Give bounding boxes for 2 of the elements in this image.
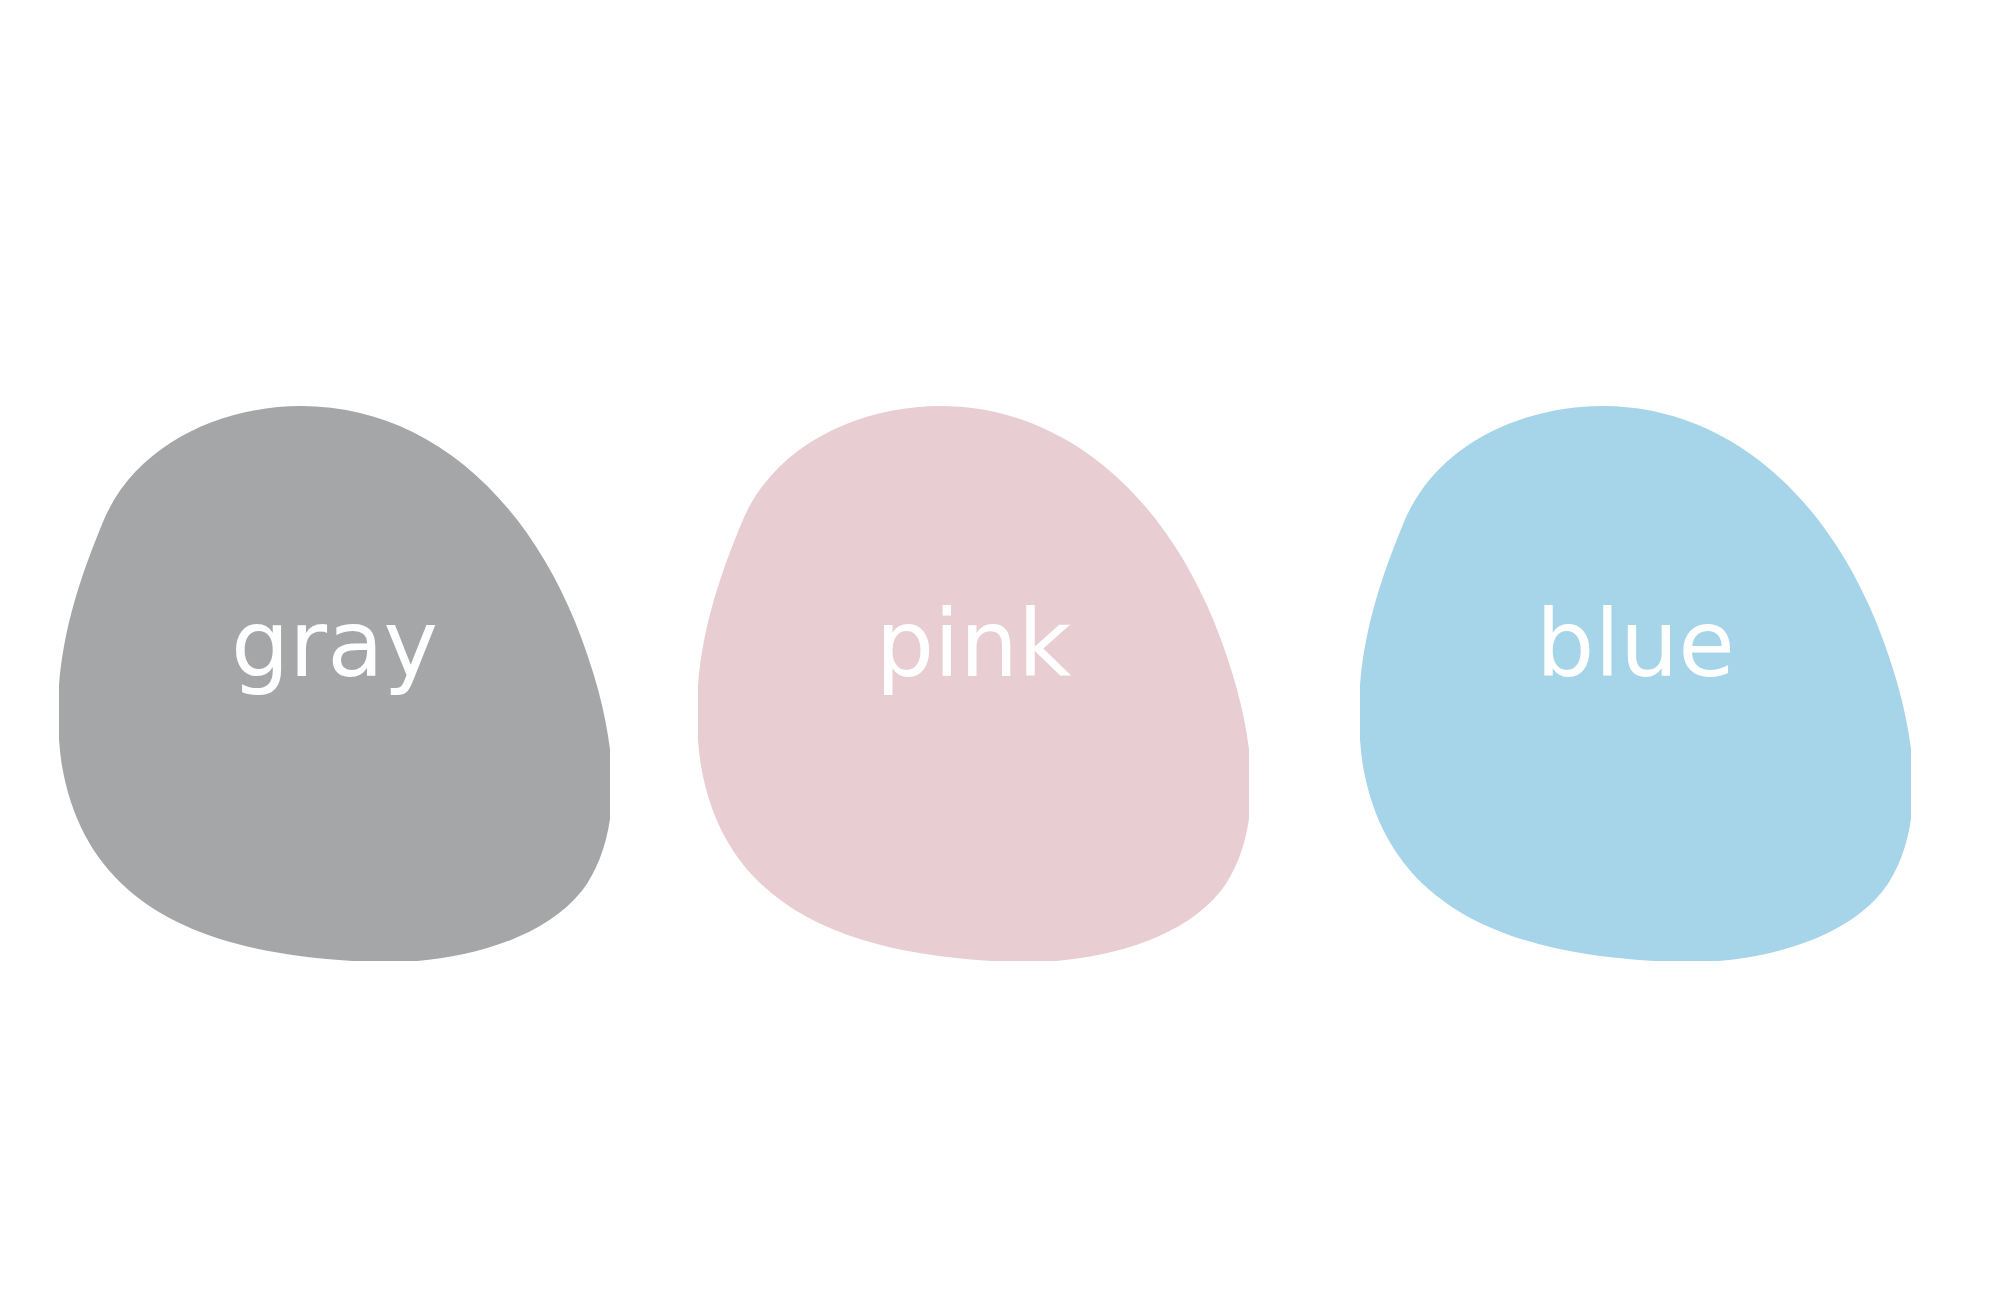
blob-label: gray	[230, 594, 438, 696]
blob-label: blue	[1536, 594, 1735, 696]
